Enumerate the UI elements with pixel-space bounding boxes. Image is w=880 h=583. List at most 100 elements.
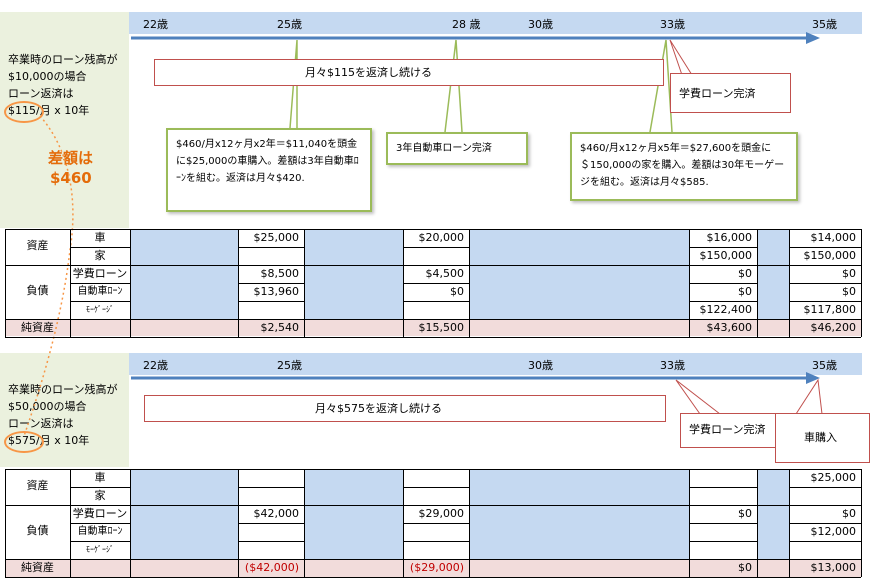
value-cell: $16,000: [706, 231, 753, 244]
section1-timeline-bar: [129, 12, 862, 34]
age-label: 28 歳: [452, 18, 481, 31]
car-loan-done-note: 3年自動車ローン完済: [386, 132, 528, 165]
desc-line: $10,000の場合: [8, 70, 87, 83]
table-grid-line: [238, 229, 239, 337]
value-cell: ($42,000): [244, 561, 299, 574]
table-grid-line: [403, 469, 404, 577]
table-grid-line: [689, 469, 690, 577]
table-grid-line: [689, 283, 757, 284]
liability-label: 負債: [26, 524, 49, 537]
monthly-payment-callout: 月々$575を返済し続ける: [144, 395, 666, 422]
liability-label: 負債: [26, 284, 49, 297]
desc-line: ローン返済は: [8, 87, 74, 100]
difference-label-line2: $460: [50, 169, 92, 187]
row-label: 自動車ﾛｰﾝ: [77, 286, 123, 297]
value-cell: $20,000: [418, 231, 465, 244]
row-label: 車: [94, 471, 106, 484]
table-grid-line: [5, 265, 861, 266]
net-row-bg: [5, 319, 861, 336]
note-age33: $460/月x12ヶ月x5年＝$27,600を頭金に＄150,000の家を購入。…: [570, 132, 798, 201]
table-grid-line: [789, 283, 861, 284]
desc-line: $50,000の場合: [8, 400, 87, 413]
highlight-circle-115: [4, 101, 44, 123]
value-cell: $150,000: [699, 249, 753, 262]
value-cell: $12,000: [810, 525, 857, 538]
row-label: 学費ローン: [72, 507, 128, 520]
highlight-circle-575: [4, 431, 44, 453]
desc-line: ローン返済は: [8, 417, 74, 430]
table-grid-line: [689, 247, 757, 248]
table-grid-line: [403, 541, 469, 542]
table-grid-line: [70, 301, 130, 302]
table-grid-line: [5, 469, 861, 470]
value-cell: $15,500: [418, 321, 465, 334]
desc-line: 卒業時のローン残高が: [8, 383, 118, 396]
table-grid-line: [789, 229, 790, 337]
value-cell: $29,000: [418, 507, 465, 520]
asset-label: 資産: [26, 479, 49, 492]
value-cell: $0: [842, 285, 856, 298]
value-cell: $0: [738, 285, 752, 298]
table-grid-line: [5, 505, 861, 506]
net-cell-bg: [5, 319, 130, 336]
desc-line: 卒業時のローン残高が: [8, 53, 118, 66]
table-grid-line: [5, 469, 6, 577]
table-grid-line: [403, 229, 404, 337]
table-grid-line: [789, 523, 861, 524]
value-cell: $4,500: [425, 267, 465, 280]
row-label: ﾓｰｹﾞｰｼﾞ: [86, 545, 114, 554]
student-loan-done-callout: 学費ローン完済: [670, 73, 791, 113]
age-label: 22歳: [143, 359, 168, 372]
row-label: ﾓｰｹﾞｰｼﾞ: [86, 305, 114, 314]
age-label: 33歳: [660, 359, 685, 372]
value-cell: $13,000: [810, 561, 857, 574]
difference-label: 差額は $460: [48, 148, 93, 188]
row-label: 自動車ﾛｰﾝ: [77, 526, 123, 537]
table-grid-line: [689, 301, 757, 302]
difference-label-line1: 差額は: [48, 149, 94, 167]
value-cell: $42,000: [253, 507, 300, 520]
age-label: 25歳: [277, 18, 302, 31]
value-cell: $150,000: [803, 249, 857, 262]
age-label: 35歳: [812, 359, 837, 372]
net-row-bg: [5, 560, 861, 577]
table-grid-line: [689, 523, 757, 524]
value-cell: $0: [738, 267, 752, 280]
row-label: 車: [94, 231, 106, 244]
value-cell: $25,000: [253, 231, 300, 244]
section1-timeline-arrow: [131, 32, 820, 133]
car-buy-callout: 車購入: [775, 413, 870, 463]
table-grid-line: [5, 559, 861, 560]
age-label: 35歳: [812, 18, 837, 31]
table-grid-line: [789, 487, 861, 488]
row-label: 家: [94, 249, 106, 262]
value-cell: $2,540: [260, 321, 300, 334]
table-grid-line: [789, 469, 790, 577]
table-grid-line: [861, 229, 862, 337]
table-grid-line: [689, 229, 690, 337]
table-grid-line: [5, 337, 861, 338]
value-cell: ($29,000): [409, 561, 464, 574]
value-cell: $8,500: [260, 267, 300, 280]
table-grid-line: [789, 301, 861, 302]
row-label: 家: [94, 489, 106, 502]
value-cell: $0: [842, 267, 856, 280]
table-grid-line: [469, 469, 470, 577]
value-cell: $0: [738, 507, 752, 520]
value-cell: $117,800: [803, 303, 857, 316]
table-grid-line: [238, 523, 304, 524]
table-grid-line: [469, 229, 470, 337]
table-grid-line: [238, 247, 304, 248]
table-grid-line: [5, 229, 6, 337]
age-label: 33歳: [660, 18, 685, 31]
table-grid-line: [238, 487, 304, 488]
value-cell: $0: [738, 561, 752, 574]
col-white: [789, 229, 861, 319]
table-grid-line: [403, 487, 469, 488]
col-white: [689, 469, 757, 560]
table-grid-line: [689, 487, 757, 488]
table-grid-line: [70, 469, 71, 577]
table-grid-line: [789, 541, 861, 542]
